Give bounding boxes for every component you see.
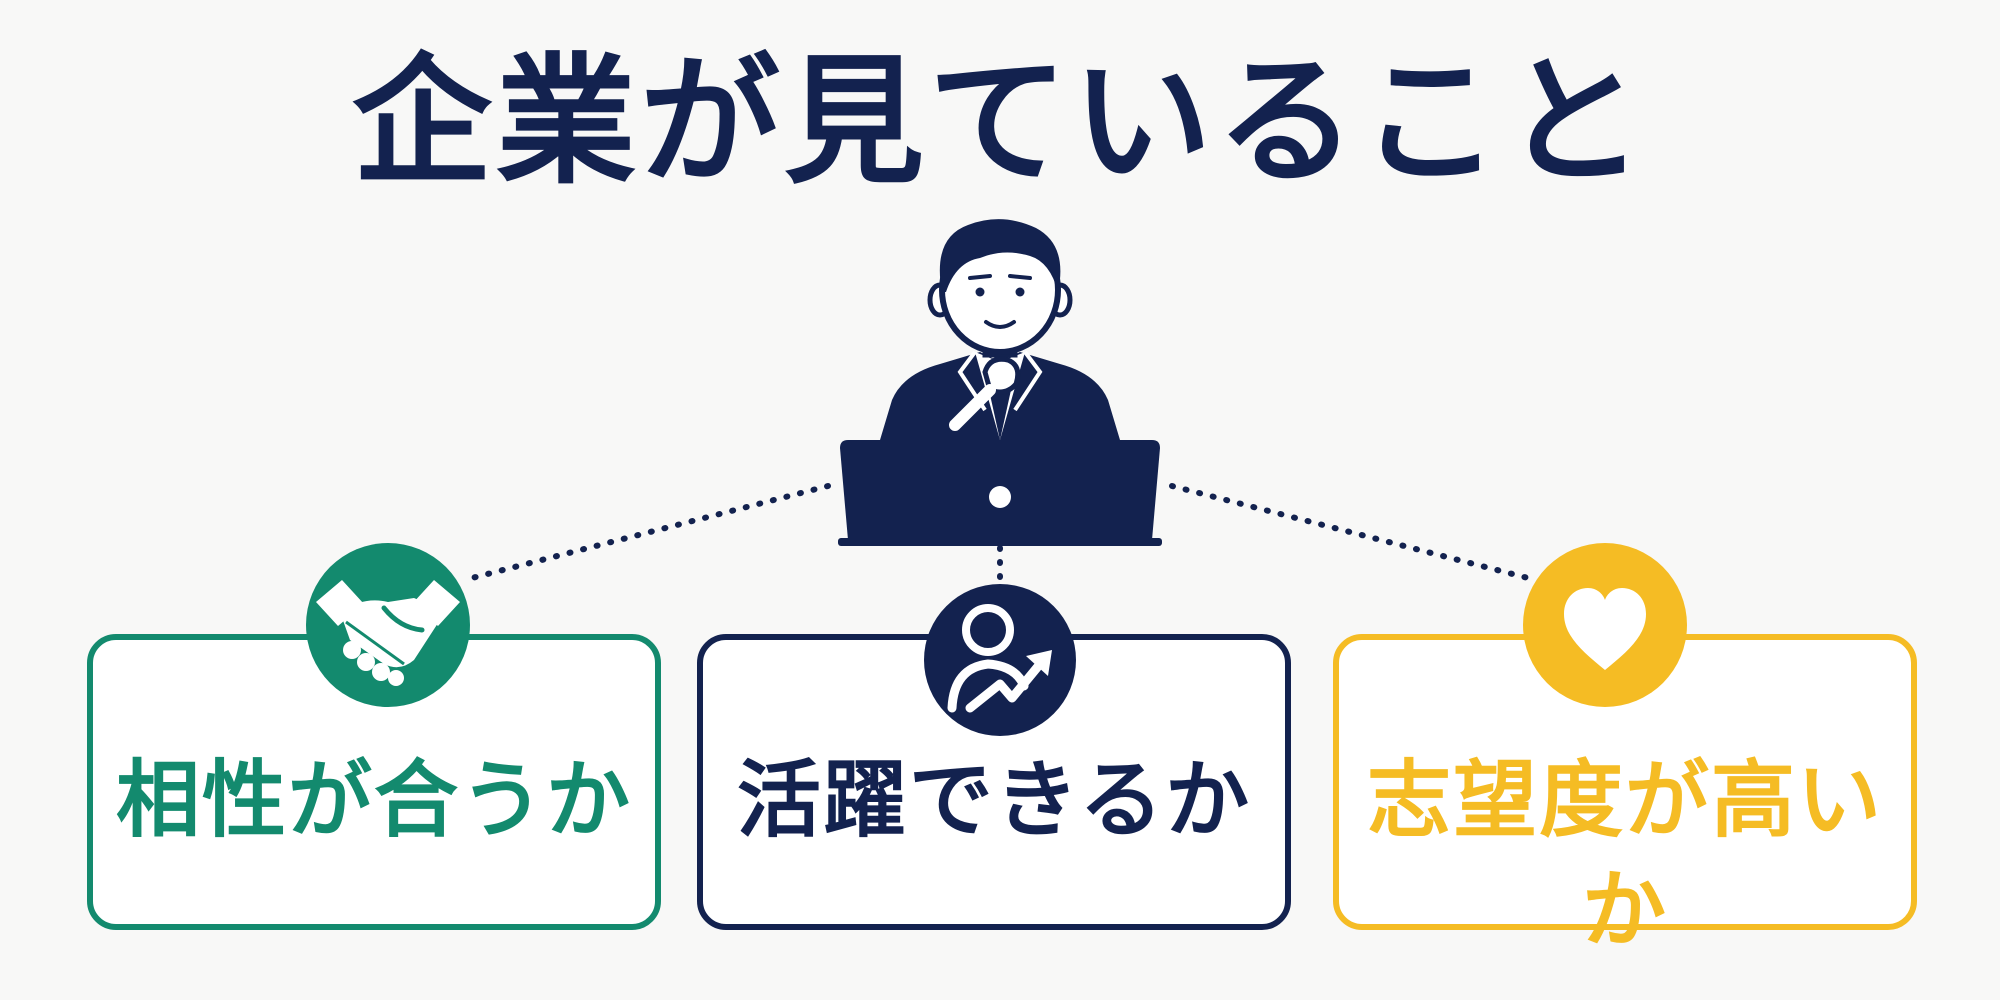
connectors	[469, 483, 1531, 591]
page-title: 企業が見ていること	[351, 41, 1648, 204]
heart-icon	[1523, 543, 1687, 707]
connector-right	[1169, 483, 1531, 581]
card-label-motivation: 志望度が高いか	[1366, 751, 1883, 959]
interviewer-figure	[880, 219, 1120, 440]
handshake-icon	[306, 543, 470, 707]
connector-left	[469, 483, 831, 581]
person-growth-icon	[924, 584, 1076, 736]
card-label-performance: 活躍できるか	[736, 751, 1252, 849]
card-label-compatibility: 相性が合うか	[115, 751, 632, 849]
laptop-icon	[838, 440, 1162, 546]
